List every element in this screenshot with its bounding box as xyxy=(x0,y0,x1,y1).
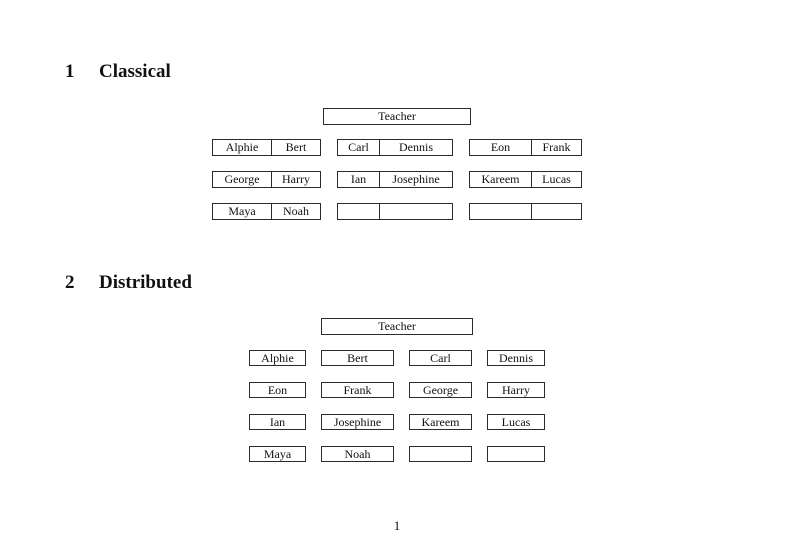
seat-box: George xyxy=(409,382,472,398)
seat-cell: Maya xyxy=(213,204,272,219)
section-title: Distributed xyxy=(99,272,192,293)
teacher-box: Teacher xyxy=(323,108,471,125)
desk-row: Eon Frank George Harry xyxy=(249,382,545,398)
seat-cell: Kareem xyxy=(470,172,532,187)
seat-cell xyxy=(532,204,581,219)
desk: Alphie Bert xyxy=(212,139,321,156)
seat-box-empty xyxy=(409,446,472,462)
seat-box: Kareem xyxy=(409,414,472,430)
seat-cell xyxy=(338,204,380,219)
desk: Carl Dennis xyxy=(337,139,453,156)
seat-cell: Dennis xyxy=(399,140,433,154)
seat-box: Josephine xyxy=(321,414,394,430)
desk: George Harry xyxy=(212,171,321,188)
page-number: 1 xyxy=(393,518,401,533)
seat-box: Maya xyxy=(249,446,306,462)
classical-seating-diagram: Teacher Alphie Bert Carl Dennis Eon Fran… xyxy=(0,108,794,220)
seat-box: Alphie xyxy=(249,350,306,366)
seat-cell: George xyxy=(213,172,272,187)
seat-box: Lucas xyxy=(487,414,545,430)
seat-cell: Ian xyxy=(338,172,380,187)
seat-box: Carl xyxy=(409,350,472,366)
seat-cell: Lucas xyxy=(542,172,571,186)
section-title: Classical xyxy=(99,61,171,82)
seat-box: Dennis xyxy=(487,350,545,366)
seat-box: Ian xyxy=(249,414,306,430)
seat-box: Noah xyxy=(321,446,394,462)
desk-row: Ian Josephine Kareem Lucas xyxy=(249,414,545,430)
desk: Kareem Lucas xyxy=(469,171,582,188)
section-heading-distributed: 2 Distributed xyxy=(65,272,192,294)
desk-empty xyxy=(337,203,453,220)
desk-row: Alphie Bert Carl Dennis Eon Frank xyxy=(212,139,582,156)
section-number: 1 xyxy=(65,61,75,82)
desk: Ian Josephine xyxy=(337,171,453,188)
seat-cell xyxy=(470,204,532,219)
seat-cell xyxy=(380,204,452,219)
seat-cell: Eon xyxy=(470,140,532,155)
desk: Eon Frank xyxy=(469,139,582,156)
teacher-box: Teacher xyxy=(321,318,473,335)
seat-cell: Frank xyxy=(542,140,571,154)
seat-box-empty xyxy=(487,446,545,462)
seat-cell: Noah xyxy=(283,204,309,218)
seat-cell: Harry xyxy=(282,172,310,186)
seat-cell: Alphie xyxy=(213,140,272,155)
seat-box: Harry xyxy=(487,382,545,398)
seat-box: Bert xyxy=(321,350,394,366)
desk-row: Alphie Bert Carl Dennis xyxy=(249,350,545,366)
seat-box: Eon xyxy=(249,382,306,398)
section-heading-classical: 1 Classical xyxy=(65,61,171,83)
distributed-seating-diagram: Teacher Alphie Bert Carl Dennis Eon Fran… xyxy=(0,318,794,462)
desk-row: Maya Noah xyxy=(212,203,582,220)
seat-cell: Carl xyxy=(338,140,380,155)
desk: Maya Noah xyxy=(212,203,321,220)
desk-row: Maya Noah xyxy=(249,446,545,462)
seat-cell: Bert xyxy=(285,140,307,154)
seat-cell: Josephine xyxy=(392,172,440,186)
desk-row: George Harry Ian Josephine Kareem Lucas xyxy=(212,171,582,188)
desk-empty xyxy=(469,203,582,220)
seat-box: Frank xyxy=(321,382,394,398)
section-number: 2 xyxy=(65,272,75,293)
